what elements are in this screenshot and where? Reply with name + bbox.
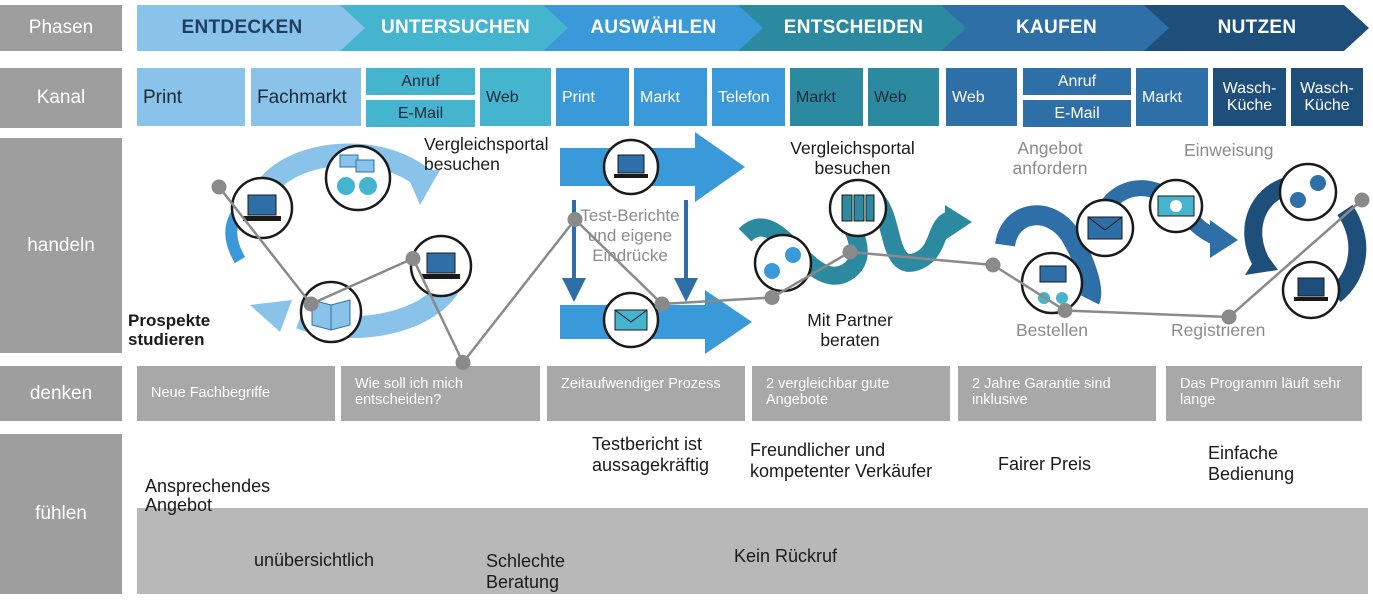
channel-markt-2: Markt — [790, 68, 863, 126]
thought-box: 2 vergleichbar gute Angebote — [752, 366, 950, 421]
phase-entdecken: ENTDECKEN — [137, 5, 367, 51]
feeling-beratung: Schlechte Beratung — [486, 551, 566, 592]
smiley-icon — [1278, 162, 1338, 222]
channel-waschkueche-2: Wasch-Küche — [1291, 68, 1363, 126]
phase-nutzen: NUTZEN — [1144, 5, 1369, 51]
row-label-handeln: handeln — [0, 138, 122, 353]
feeling-band — [137, 508, 1368, 594]
feeling-point — [842, 244, 858, 260]
row-label-kanal: Kanal — [0, 68, 122, 128]
phase-auswaehlen: AUSWÄHLEN — [543, 5, 765, 51]
feeling-point — [211, 179, 227, 195]
channel-email-2: E-Mail — [1023, 100, 1131, 127]
row-label-phasen: Phasen — [0, 5, 122, 51]
channel-email-1: E-Mail — [366, 100, 475, 127]
feeling-unuebersichtlich: unübersichtlich — [254, 550, 375, 570]
phase-entscheiden: ENTSCHEIDEN — [738, 5, 968, 51]
feeling-point — [985, 257, 1001, 273]
feeling-line — [218, 186, 1363, 365]
phase-entscheiden-label: ENTSCHEIDEN — [783, 17, 924, 38]
feeling-point — [1057, 303, 1073, 318]
feeling-point — [1354, 192, 1370, 208]
server-icon — [828, 178, 888, 238]
feeling-point — [1221, 309, 1237, 325]
channel-anruf-2: Anruf — [1023, 68, 1131, 95]
feeling-preis: Fairer Preis — [998, 454, 1092, 474]
book-icon — [299, 280, 363, 344]
laptop-icon — [409, 234, 473, 298]
feeling-point — [654, 296, 670, 312]
channel-print: Print — [137, 68, 245, 126]
phase-nutzen-label: NUTZEN — [1217, 17, 1297, 38]
action-prospekte: Prospekte studieren — [128, 311, 211, 349]
action-partner: Mit Partner beraten — [807, 310, 893, 350]
channel-web-1: Web — [480, 68, 551, 126]
envelope-icon — [1075, 198, 1135, 258]
channel-anruf-1: Anruf — [366, 68, 475, 95]
channel-fachmarkt: Fachmarkt — [251, 68, 361, 126]
monitor-icon — [1020, 251, 1084, 315]
channel-web-2: Web — [868, 68, 939, 126]
action-vergleichsportal-1: Vergleichsportal besuchen — [424, 134, 549, 174]
phase-entdecken-label: ENTDECKEN — [181, 17, 303, 38]
row-label-fuehlen: fühlen — [0, 434, 122, 594]
feeling-testbericht: Testbericht ist aussagekräftig — [592, 434, 710, 475]
money-icon — [1148, 178, 1204, 234]
phase-untersuchen: UNTERSUCHEN — [340, 5, 570, 51]
channel-print-2: Print — [556, 68, 629, 126]
action-testberichte: Test-Berichte und eigene Eindrücke — [580, 206, 680, 265]
feeling-rueckruf: Kein Rückruf — [734, 546, 838, 566]
action-registrieren: Registrieren — [1171, 320, 1266, 340]
feeling-bedienung: Einfache Bedienung — [1208, 443, 1295, 484]
action-angebot: Angebot anfordern — [1012, 138, 1088, 178]
phase-auswaehlen-label: AUSWÄHLEN — [590, 17, 717, 38]
channel-waschkueche-1: Wasch-Küche — [1213, 68, 1286, 126]
feeling-ansprechend: Ansprechendes Angebot — [145, 476, 271, 515]
thought-box: Zeitaufwendiger Prozess — [547, 366, 745, 421]
phase-kaufen: KAUFEN — [941, 5, 1171, 51]
action-bestellen: Bestellen — [1016, 320, 1088, 340]
feeling-point — [455, 355, 471, 370]
phase-untersuchen-label: UNTERSUCHEN — [381, 17, 530, 38]
thought-box: Das Programm läuft sehr lange — [1166, 366, 1362, 421]
channel-markt-1: Markt — [634, 68, 707, 126]
envelope-icon — [602, 291, 660, 349]
feeling-verkaeufer: Freundlicher und kompetenter Verkäufer — [750, 440, 933, 481]
row-label-denken: denken — [0, 366, 122, 421]
channel-markt-3: Markt — [1136, 68, 1208, 126]
channel-telefon: Telefon — [712, 68, 785, 126]
smiley-icon — [753, 233, 813, 293]
feeling-point — [303, 296, 319, 312]
action-vergleichsportal-2: Vergleichsportal besuchen — [790, 138, 915, 178]
action-einweisung: Einweisung — [1184, 140, 1274, 160]
thought-box: Neue Fachbegriffe — [137, 366, 335, 421]
phase-kaufen-label: KAUFEN — [1016, 17, 1097, 38]
feeling-point — [405, 251, 421, 266]
channel-web-3: Web — [946, 68, 1017, 126]
smiley-icon — [337, 177, 377, 195]
laptop-icon — [602, 138, 660, 196]
feeling-point — [764, 290, 780, 305]
thought-box: 2 Jahre Garantie sind inklusive — [958, 366, 1156, 421]
laptop-icon — [1281, 260, 1341, 320]
feeling-point — [567, 212, 583, 227]
thought-box: Wie soll ich mich entscheiden? — [341, 366, 540, 421]
